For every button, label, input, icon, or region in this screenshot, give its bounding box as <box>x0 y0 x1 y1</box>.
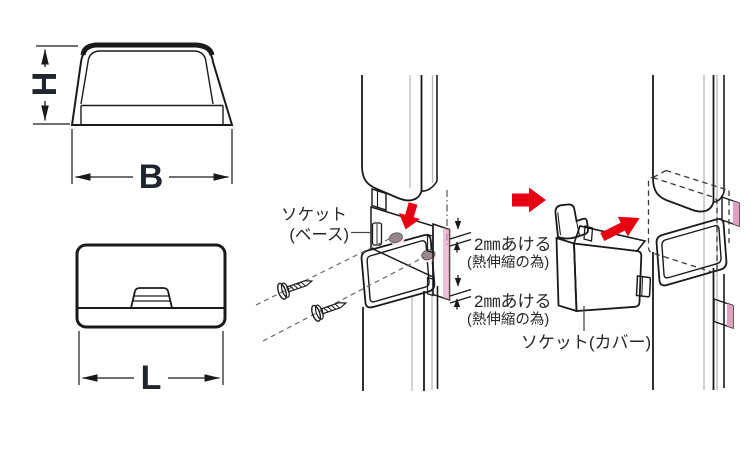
side-view: L <box>75 243 227 397</box>
duct-upper <box>361 75 438 202</box>
screw-icon <box>277 280 314 300</box>
screw-head <box>311 304 322 322</box>
label-gap-top: 2㎜あける (熱伸縮の為) <box>467 235 551 271</box>
latch-outline <box>130 287 173 309</box>
front-view-outline <box>70 45 234 126</box>
screw-head-rim <box>280 282 290 298</box>
cover-hook <box>554 203 589 240</box>
cover-position-top-edge <box>652 169 667 179</box>
cover-latch <box>635 275 652 298</box>
cover-hook-line <box>557 212 562 236</box>
duct-lower <box>362 286 439 391</box>
rail-clip-bottom <box>426 276 434 297</box>
dim-h-label: H <box>26 72 64 97</box>
cover-hook-tab <box>583 225 594 242</box>
screw-icon <box>311 302 348 322</box>
screw-shank <box>286 280 314 293</box>
latch <box>130 287 173 309</box>
screw-thread <box>323 307 329 313</box>
cover-position-dashed-outline <box>647 169 730 274</box>
dim-h: H <box>26 45 78 125</box>
socket-base-label-line2: (ベース) <box>289 226 349 244</box>
socket-base-label-line1: ソケット <box>281 206 347 224</box>
gap-break-mark <box>449 295 472 304</box>
screw-thread <box>296 282 303 288</box>
cover-position-front <box>647 176 718 274</box>
duct-upper-side-bottom <box>421 180 438 192</box>
label-gap-bottom: 2㎜あける (熱伸縮の為) <box>467 292 551 328</box>
dim-b: B <box>71 129 233 196</box>
label-socket-base: ソケット (ベース) <box>281 206 372 244</box>
screw-shank <box>320 302 348 315</box>
cover-position-top-edge <box>665 169 730 192</box>
duct-upper-front <box>361 75 423 202</box>
base-clip-top-shade <box>733 201 739 226</box>
cover-latch-line <box>641 277 643 297</box>
gap-top-label-line1: 2㎜あける <box>474 235 551 254</box>
front-view: H B <box>26 42 234 196</box>
socket-cover <box>554 203 652 313</box>
gap-break-mark <box>449 288 472 297</box>
screw-guide-dashline <box>262 256 425 342</box>
dim-l-label: L <box>141 359 162 397</box>
screw-thread <box>293 284 299 289</box>
duct-right <box>647 75 740 390</box>
install-scene <box>255 75 472 391</box>
base-plate-tab <box>371 188 387 211</box>
mount-cutout-right-inner <box>661 225 722 279</box>
duct-right-upper-side-bottom <box>713 191 725 203</box>
screw-head-rim <box>314 304 324 320</box>
base-plate-rail-shade <box>443 227 450 300</box>
base-clip-bottom-shade <box>727 303 733 328</box>
cover-front-face <box>573 242 643 312</box>
labels: ソケット (ベース) 2㎜あける (熱伸縮の為) 2㎜あける (熱伸縮の為) ソ… <box>281 206 651 352</box>
gap-bottom-label-line1: 2㎜あける <box>474 292 551 311</box>
gap-indicator-top <box>449 218 472 253</box>
screw-thread <box>330 304 337 310</box>
gap-top-label-line2: (熱伸縮の為) <box>467 254 549 271</box>
gap-bottom-label-line2: (熱伸縮の為) <box>467 311 549 328</box>
screw-thread <box>289 285 295 291</box>
down-arrow-icon <box>398 202 421 230</box>
socket-cover-label: ソケット(カバー) <box>521 333 651 352</box>
mount-cutout-inner <box>366 240 430 303</box>
front-view-inner-line <box>80 50 214 105</box>
step-arrow-icon <box>512 187 546 213</box>
gap-break-mark <box>449 238 472 247</box>
screw-guide-dashline <box>255 237 392 306</box>
rail-clip-top <box>426 233 434 254</box>
gap-break-mark <box>449 231 472 240</box>
screw-thread <box>300 281 306 287</box>
screw-hole <box>388 232 403 244</box>
duct-right-upper-bottom <box>652 177 715 213</box>
screw-head <box>277 282 288 300</box>
dim-l: L <box>78 331 224 397</box>
screw-thread <box>334 303 340 309</box>
attach-arrow-icon <box>600 216 640 242</box>
dim-b-label: B <box>139 158 164 196</box>
side-view-outline <box>75 243 227 329</box>
label-socket-cover: ソケット(カバー) <box>521 306 651 352</box>
cover-hook-notch <box>575 220 581 236</box>
screw-thread <box>327 306 333 311</box>
gap-indicator-bottom <box>449 275 472 310</box>
mount-cutout-right-outer <box>655 218 728 287</box>
